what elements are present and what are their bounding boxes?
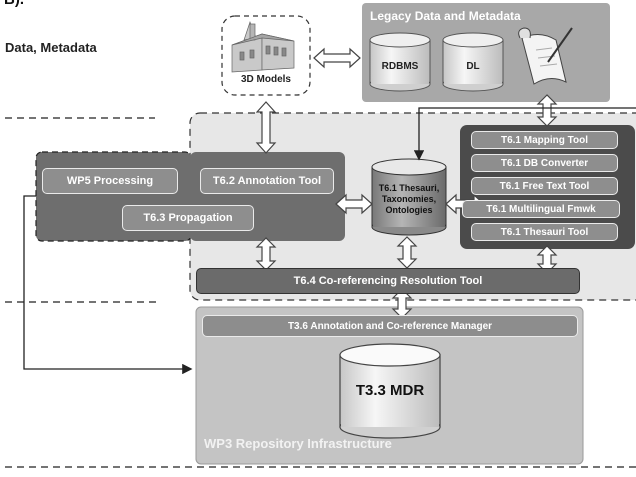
annotation-coref-manager: T3.6 Annotation and Co-reference Manager [202, 315, 578, 337]
section-label: Data, Metadata [5, 40, 97, 55]
thesauri-line-3: Ontologies [385, 205, 433, 215]
annotation-tool-box: T6.2 Annotation Tool [200, 168, 334, 194]
connector-line [23, 195, 193, 375]
document-scroll-icon [518, 27, 573, 85]
propagation-box: T6.3 Propagation [122, 205, 254, 231]
rdbms-label: RDBMS [381, 61, 419, 72]
wp5-processing-box: WP5 Processing [42, 168, 178, 194]
dl-label: DL [466, 61, 480, 72]
coref-resolution-tool: T6.4 Co-referencing Resolution Tool [196, 268, 580, 294]
t61-thesauri-tool: T6.1 Thesauri Tool [471, 223, 618, 241]
wp3-title: WP3 Repository Infrastructure [204, 436, 392, 451]
3d-models-label: 3D Models [240, 74, 291, 85]
mdr-label: T3.3 MDR [355, 382, 425, 399]
thesauri-line-2: Taxonomies, [381, 194, 437, 204]
legacy-title: Legacy Data and Metadata [370, 9, 521, 23]
t61-free-text-tool: T6.1 Free Text Tool [471, 177, 618, 195]
thesauri-label: T6.1 Thesauri, Taxonomies, Ontologies [372, 183, 446, 216]
dl-cylinder [442, 32, 504, 92]
building-icon [231, 20, 295, 73]
thesauri-cylinder [371, 158, 447, 236]
t61-db-converter: T6.1 DB Converter [471, 154, 618, 172]
mdr-cylinder [339, 343, 441, 439]
t61-mapping-tool: T6.1 Mapping Tool [471, 131, 618, 149]
rdbms-cylinder [369, 32, 431, 92]
connector-line [413, 107, 636, 161]
top-fragment: B). [4, 0, 24, 8]
thesauri-line-1: T6.1 Thesauri, [378, 183, 440, 193]
t61-multilingual-fmwk: T6.1 Multilingual Fmwk [462, 200, 620, 218]
